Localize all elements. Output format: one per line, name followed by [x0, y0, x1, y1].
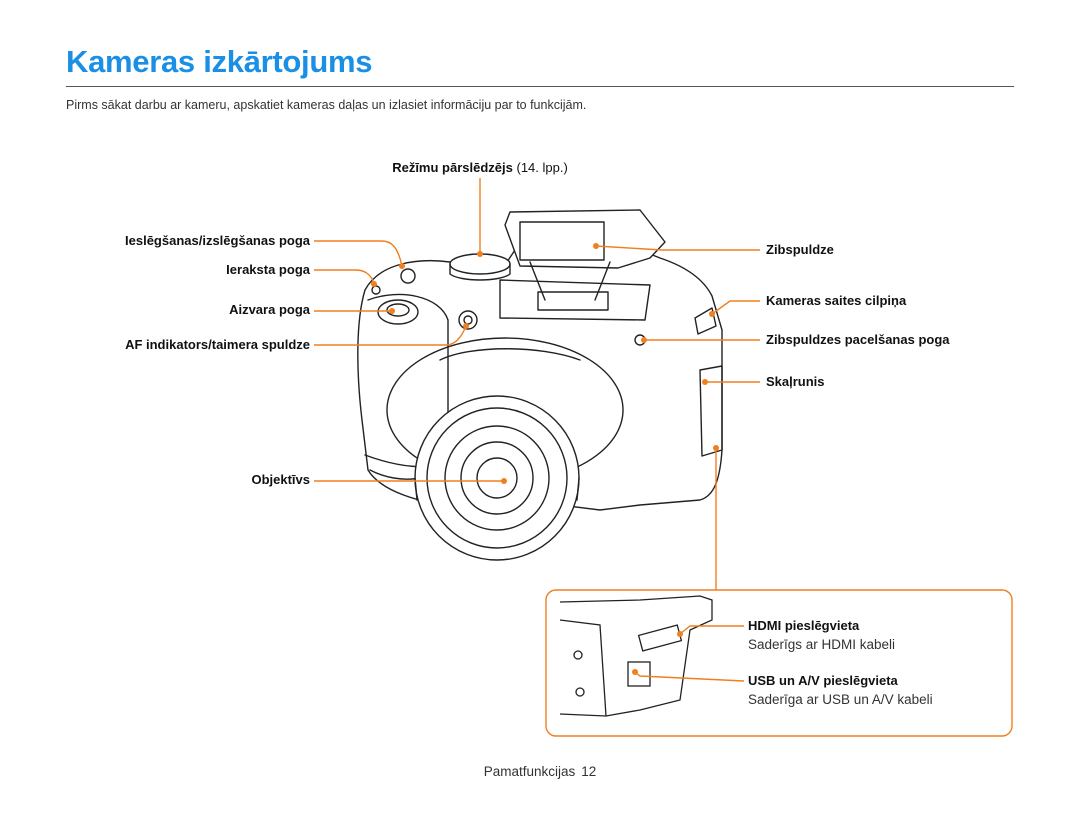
strap-eyelet-label: Kameras saites cilpiņa	[766, 293, 907, 308]
flash-label: Zibspuldze	[766, 242, 834, 257]
page-number: 12	[581, 764, 597, 779]
lens-label: Objektīvs	[251, 472, 310, 487]
camera-side-inset	[559, 595, 713, 717]
mode-dial-page-ref: (14. lpp.)	[516, 160, 568, 175]
hdmi-port-title: HDMI pieslēgvieta	[748, 618, 860, 633]
hdmi-port-desc: Saderīgs ar HDMI kabeli	[748, 637, 896, 652]
af-lamp-label: AF indikators/taimera spuldze	[125, 337, 310, 352]
title-divider	[66, 86, 1014, 87]
usb-port-title: USB un A/V pieslēgvieta	[748, 673, 898, 688]
footer-section: Pamatfunkcijas	[483, 764, 576, 779]
speaker-label: Skaļrunis	[766, 374, 825, 389]
page-title: Kameras izkārtojums	[66, 44, 373, 79]
flash-popup-button-label: Zibspuldzes pacelšanas poga	[766, 332, 950, 347]
usb-port-desc: Saderīga ar USB un A/V kabeli	[748, 692, 933, 707]
intro-text: Pirms sākat darbu ar kameru, apskatiet k…	[66, 98, 587, 112]
page-footer: Pamatfunkcijas 12	[0, 764, 1080, 779]
mode-dial-label: Režīmu pārslēdzējs (14. lpp.)	[392, 160, 568, 175]
shutter-button-label: Aizvara poga	[229, 302, 310, 317]
record-button-label: Ieraksta poga	[226, 262, 310, 277]
power-button-label: Ieslēgšanas/izslēgšanas poga	[125, 233, 310, 248]
